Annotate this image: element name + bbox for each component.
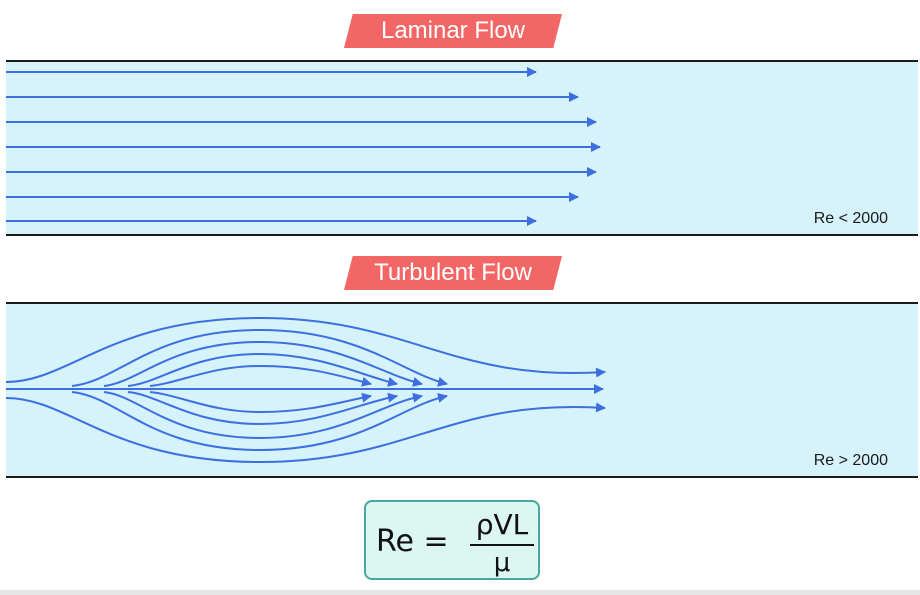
bottom-divider bbox=[0, 590, 920, 595]
laminar-flow-title: Laminar Flow bbox=[344, 14, 562, 48]
turbulent-loop bbox=[71, 328, 448, 387]
formula-denominator: μ bbox=[493, 548, 511, 578]
turbulent-flow-title: Turbulent Flow bbox=[344, 256, 562, 290]
turbulent-reynolds-condition: Re > 2000 bbox=[813, 452, 888, 469]
laminar-streamlines bbox=[6, 67, 601, 226]
formula-fraction-bar bbox=[470, 544, 534, 546]
turbulent-loop bbox=[149, 364, 372, 387]
turbulent-loop bbox=[127, 352, 398, 387]
turbulent-loop bbox=[149, 391, 372, 414]
reynolds-number-formula: Re = ρVL μ bbox=[364, 500, 540, 580]
turbulent-loop bbox=[103, 340, 423, 387]
laminar-reynolds-condition: Re < 2000 bbox=[813, 210, 888, 227]
turbulent-streamline-outer-bottom bbox=[5, 397, 606, 464]
turbulent-streamlines bbox=[5, 316, 606, 464]
formula-lhs: Re = bbox=[376, 524, 449, 559]
turbulent-streamline-outer-top bbox=[5, 316, 606, 383]
turbulent-loop bbox=[103, 391, 423, 440]
formula-numerator: ρVL bbox=[475, 508, 529, 541]
turbulent-loop bbox=[71, 391, 448, 452]
turbulent-loop bbox=[127, 391, 398, 426]
